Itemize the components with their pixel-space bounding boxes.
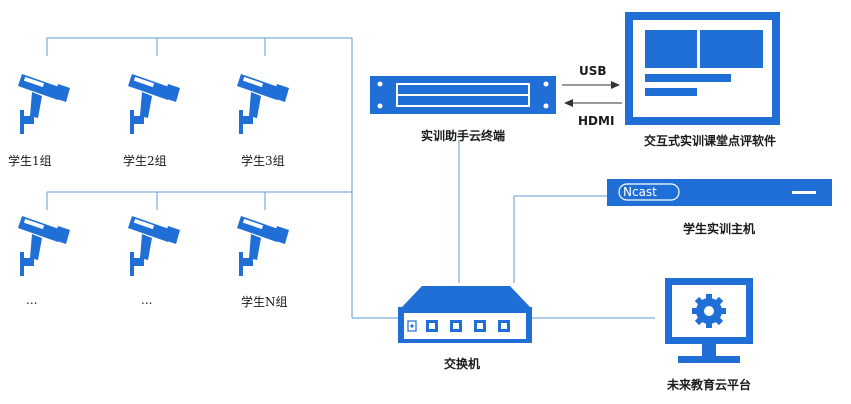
- platform-label: 未来教育云平台: [666, 378, 752, 392]
- usb-arrow: [562, 81, 620, 89]
- camera-icon: [128, 74, 180, 134]
- camera-label-3: 学生3组: [241, 154, 285, 168]
- connection-lines: [46, 37, 655, 319]
- camera-icon: [18, 216, 70, 276]
- terminal-label: 实训助手云终端: [420, 129, 506, 143]
- network-switch-icon: [398, 286, 532, 343]
- camera-label-1: 学生1组: [8, 154, 52, 168]
- camera-label-4: ...: [26, 293, 38, 307]
- switch-label: 交换机: [443, 357, 481, 371]
- camera-icon: [18, 74, 70, 134]
- hdmi-label: HDMI: [578, 114, 615, 128]
- monitor-gear-icon: [665, 278, 753, 363]
- camera-icon: [237, 216, 289, 276]
- hdmi-arrow: [564, 99, 622, 107]
- camera-label-6: 学生N组: [241, 295, 288, 309]
- host-label: 学生实训主机: [682, 222, 756, 236]
- camera-label-5: ...: [141, 293, 153, 307]
- rack-server-icon: [607, 179, 832, 206]
- rack-terminal-icon: [370, 76, 556, 114]
- monitor-window-icon: [625, 12, 780, 125]
- software-label: 交互式实训课堂点评软件: [643, 134, 777, 148]
- usb-label: USB: [579, 64, 607, 78]
- camera-label-2: 学生2组: [123, 154, 167, 168]
- host-brand: Ncast: [623, 185, 657, 199]
- camera-icon: [237, 74, 289, 134]
- camera-icon: [128, 216, 180, 276]
